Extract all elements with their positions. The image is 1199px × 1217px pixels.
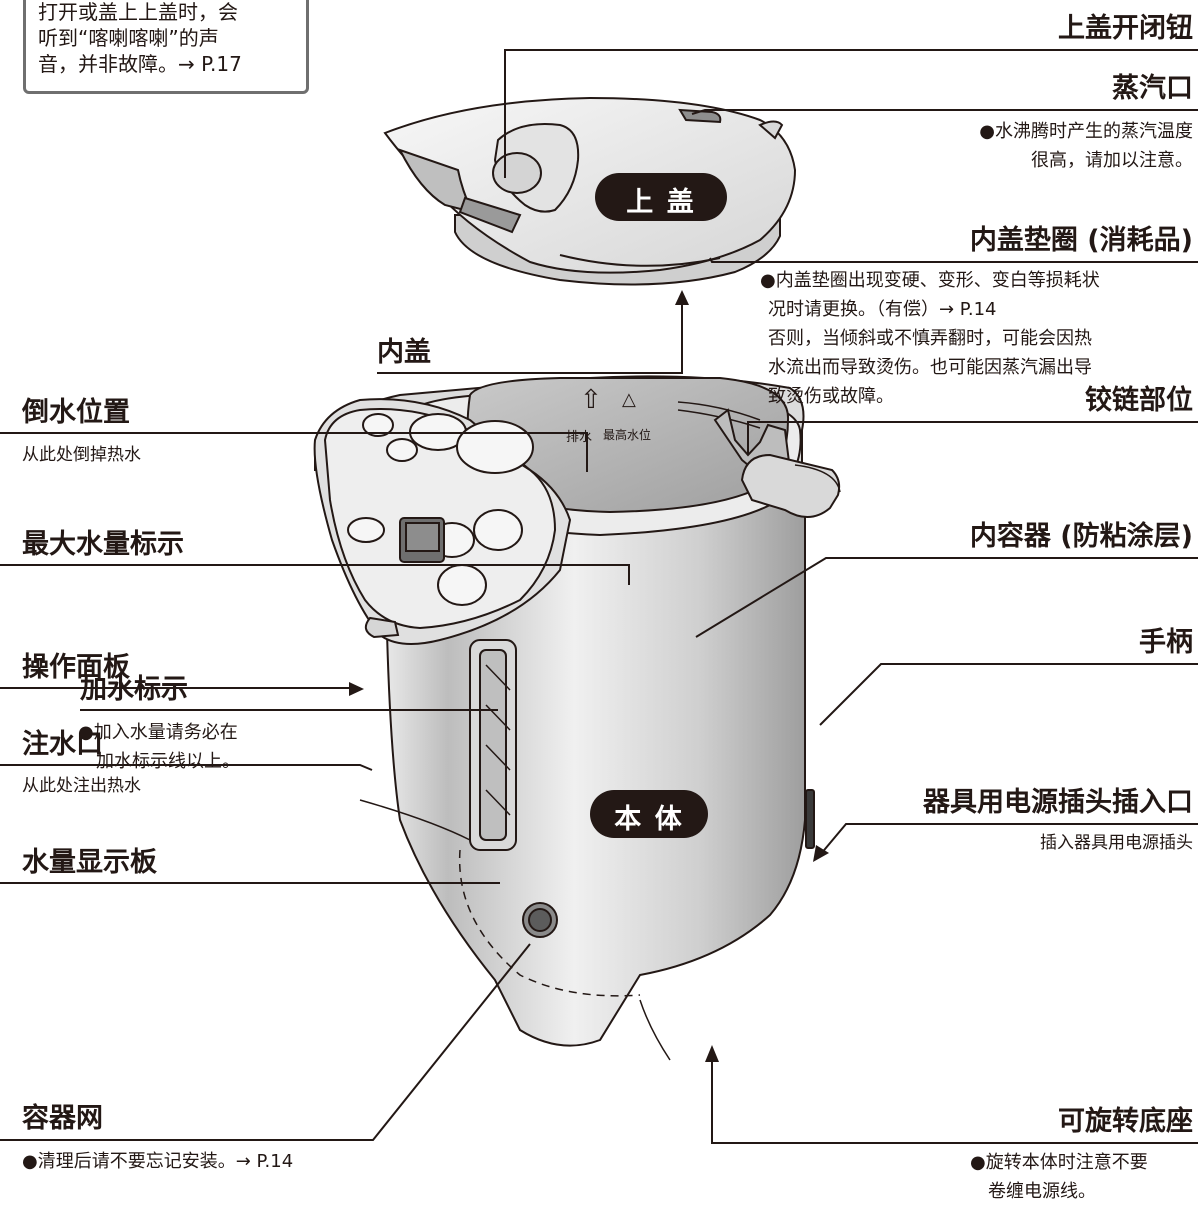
- spout-label: 注水口: [22, 729, 103, 760]
- fill-mark-note-line: ●加入水量请务必在: [78, 722, 238, 743]
- arrowheads: [349, 290, 829, 1062]
- spout-sub: 从此处注出热水: [22, 776, 141, 796]
- gasket-note-line: 水流出而导致烫伤。也可能因蒸汽漏出导: [768, 357, 1092, 378]
- drain-marking: 排水: [566, 430, 593, 445]
- gasket-label: 内盖垫圈 (消耗品): [969, 225, 1193, 256]
- lid-badge-bg: [595, 173, 727, 221]
- leader-lines: [0, 49, 1198, 1144]
- gasket-note-line: 况时请更换。（有偿）→ P.14: [768, 299, 997, 320]
- drain-arrow-icon: ⇧: [580, 385, 602, 415]
- control-panel-label: 操作面板: [22, 652, 130, 683]
- steam-vent-label: 蒸汽口: [1112, 73, 1193, 104]
- max-water-mark-label: 最大水量标示: [22, 529, 184, 560]
- water-gauge-label: 水量显示板: [22, 847, 157, 878]
- rotating-base-note: ●旋转本体时注意不要 卷缠电源线。: [970, 1148, 1195, 1206]
- strainer-sub: ●清理后请不要忘记安装。→ P.14: [22, 1151, 294, 1172]
- max-level-marking: 最高水位: [603, 428, 652, 442]
- tip-line: 音，并非故障。→ P.17: [38, 52, 242, 76]
- rotating-base-note-line: ●旋转本体时注意不要: [970, 1152, 1148, 1173]
- lid-badge: 上 盖: [626, 187, 696, 218]
- gasket-note-line: 否则，当倾斜或不慎弄翻时，可能会因热: [768, 328, 1092, 349]
- max-level-triangle-icon: △: [622, 389, 636, 410]
- handle-label: 手柄: [1139, 627, 1193, 658]
- inner-lid-label: 内盖: [377, 337, 431, 368]
- tip-line: 打开或盖上上盖时，会: [38, 0, 238, 24]
- lid-drawing: [383, 96, 797, 286]
- pour-position-label: 倒水位置: [22, 397, 130, 428]
- hinge-label: 铰链部位: [1085, 385, 1193, 416]
- fill-mark-label: 加水标示: [80, 674, 188, 705]
- body-drawing: [313, 375, 841, 1061]
- tip-line: 听到“喀喇喀喇”的声: [38, 26, 219, 50]
- steam-vent-note: ●水沸腾时产生的蒸汽温度 很高，请加以注意。: [893, 117, 1193, 175]
- gasket-note: ●内盖垫圈出现变硬、变形、变白等损耗状 况时请更换。（有偿）→ P.14 否则，…: [760, 266, 1190, 411]
- rotating-base-label: 可旋转底座: [1058, 1106, 1193, 1137]
- fill-mark-note-line: 加水标示线以上。: [96, 751, 240, 772]
- gasket-note-line: 致烫伤或故障。: [768, 386, 894, 407]
- lid-release-button-label: 上盖开闭钮: [1058, 13, 1193, 44]
- steam-vent-note-line: ●水沸腾时产生的蒸汽温度: [979, 121, 1193, 142]
- noise-tip-box: 打开或盖上上盖时，会 听到“喀喇喀喇”的声 音，并非故障。→ P.17: [23, 0, 309, 94]
- steam-vent-note-line: 很高，请加以注意。: [1031, 150, 1193, 171]
- power-socket-sub: 插入器具用电源插头: [1040, 833, 1193, 853]
- body-badge-bg: [590, 790, 708, 838]
- pour-position-sub: 从此处倒掉热水: [22, 445, 141, 465]
- gasket-note-line: ●内盖垫圈出现变硬、变形、变白等损耗状: [760, 270, 1100, 291]
- power-socket-label: 器具用电源插头插入口: [923, 787, 1193, 818]
- fill-mark-note: ●加入水量请务必在 加水标示线以上。: [78, 718, 318, 776]
- rotating-base-note-line: 卷缠电源线。: [988, 1181, 1096, 1202]
- strainer-label: 容器网: [22, 1103, 103, 1134]
- inner-pot-label: 内容器 (防粘涂层): [969, 521, 1193, 552]
- body-badge: 本 体: [614, 804, 684, 835]
